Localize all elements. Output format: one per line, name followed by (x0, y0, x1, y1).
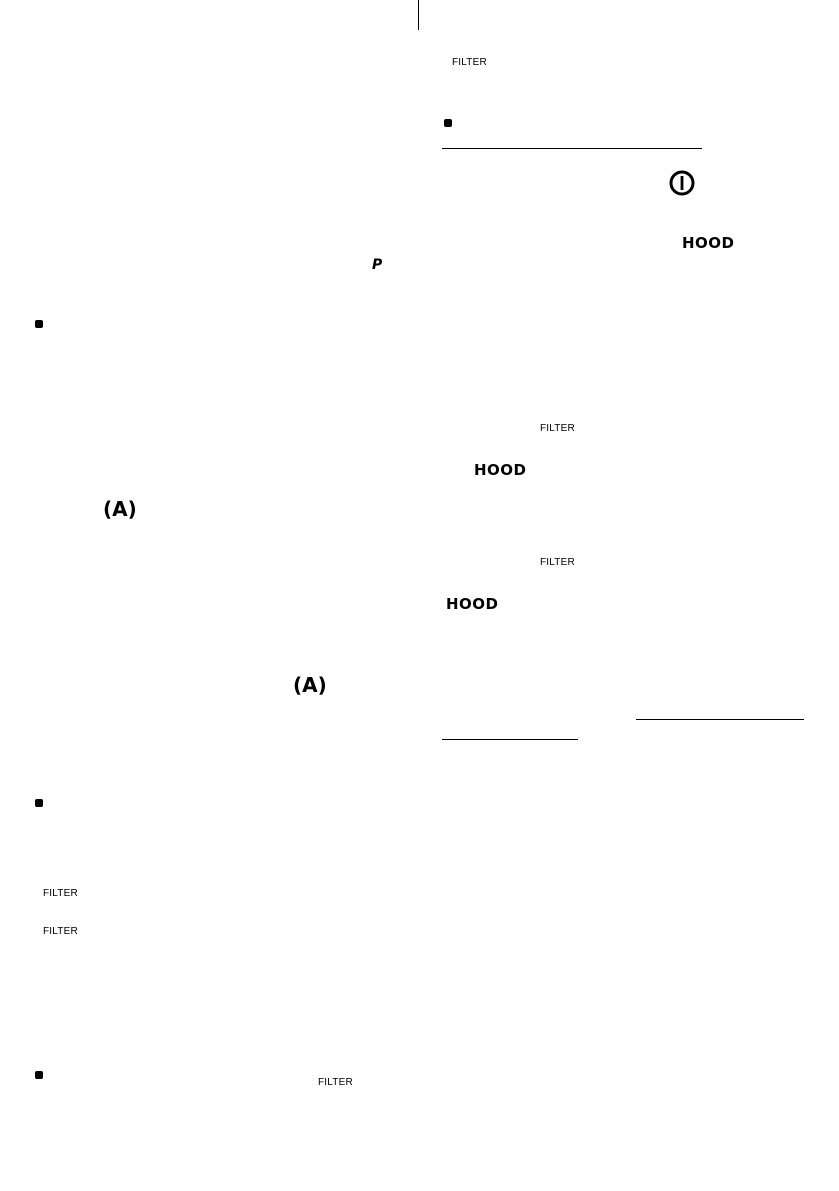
filter-symbol-3: FILTER (318, 1077, 353, 1088)
link-underline-2 (442, 739, 578, 740)
section-underline (442, 148, 702, 149)
power-icon (669, 170, 695, 196)
program-symbol: P (372, 257, 383, 273)
filter-symbol-2: FILTER (43, 926, 78, 937)
filter-symbol-4: FILTER (452, 57, 487, 68)
auto-symbol-1: (A) (103, 497, 137, 521)
auto-symbol-2: (A) (293, 673, 327, 697)
bullet-4 (444, 119, 452, 127)
filter-symbol-1: FILTER (43, 888, 78, 899)
hood-symbol-1: HOOD (682, 234, 735, 252)
filter-symbol-5: FILTER (540, 423, 575, 434)
page-divider-top (418, 0, 419, 30)
bullet-2 (35, 799, 43, 807)
hood-symbol-3: HOOD (446, 595, 499, 613)
bullet-1 (35, 320, 43, 328)
link-underline-1 (636, 719, 804, 720)
hood-symbol-2: HOOD (474, 461, 527, 479)
bullet-3 (35, 1071, 43, 1079)
filter-symbol-6: FILTER (540, 557, 575, 568)
